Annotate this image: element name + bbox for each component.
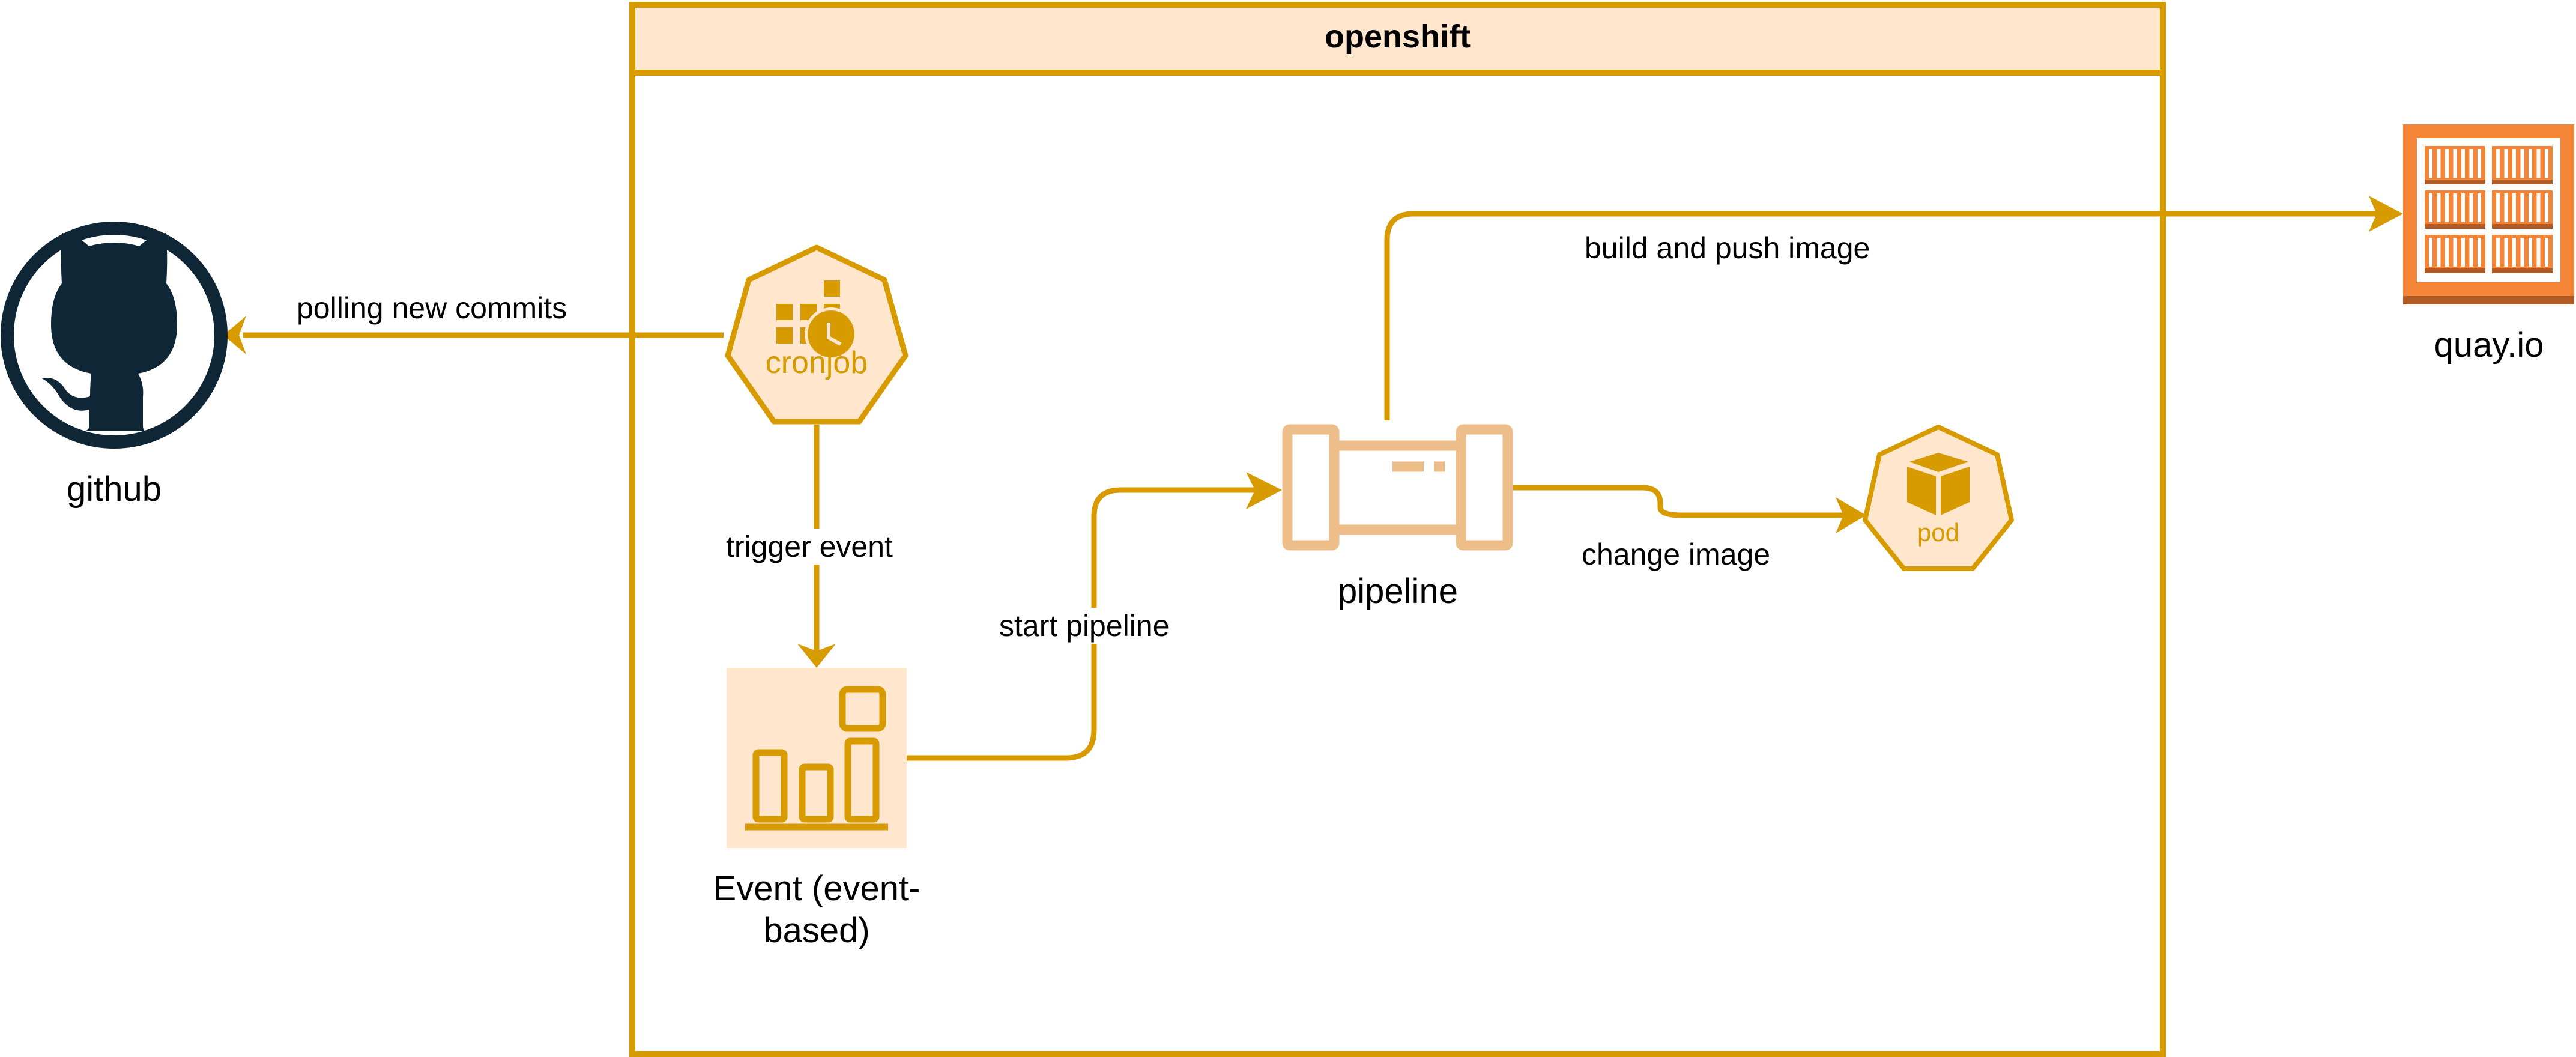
edge-change[interactable] — [1513, 485, 1866, 533]
container-crate-icon — [2425, 146, 2485, 184]
edge-start[interactable] — [907, 472, 1282, 761]
pipeline-label: pipeline — [1338, 572, 1458, 611]
arrowhead-icon — [1246, 472, 1282, 509]
container-header — [629, 2, 2166, 76]
edge-label-trigger: trigger event — [724, 528, 895, 565]
container-crate-icon — [2492, 235, 2553, 273]
container-crate-icon — [2425, 190, 2485, 229]
quay-label: quay.io — [2434, 326, 2544, 365]
pod-heptagon — [1863, 425, 2014, 571]
container-registry-icon — [2403, 124, 2574, 304]
edge-polling[interactable] — [223, 316, 724, 354]
github-node[interactable] — [1, 222, 228, 449]
cronjob-node[interactable] — [725, 244, 909, 425]
container-crate-icon — [2492, 190, 2553, 229]
pod-node[interactable] — [1863, 425, 2014, 571]
github-octocat-icon — [1, 222, 228, 449]
event-node[interactable] — [727, 668, 907, 848]
pod-label: pod — [1917, 518, 1960, 547]
container-title: openshift — [1325, 19, 1471, 55]
edge-label-build: build and push image — [1582, 230, 1873, 266]
arrowhead-icon — [223, 316, 246, 354]
edge-build[interactable] — [1384, 196, 2403, 420]
pipeline-node[interactable] — [1282, 424, 1513, 551]
edge-label-change: change image — [1579, 536, 1773, 572]
k8s-cronjob-icon — [776, 280, 857, 360]
k8s-pod-icon — [1907, 453, 1970, 515]
quay-node[interactable] — [2403, 124, 2574, 304]
event-label-line2: based) — [763, 911, 870, 950]
cronjob-label: cronjob — [765, 345, 868, 380]
arrowhead-icon — [1836, 497, 1866, 533]
container-crate-icon — [2425, 235, 2485, 273]
event-label-line1: Event (event- — [713, 869, 921, 908]
arrowhead-icon — [2369, 196, 2403, 232]
github-label: github — [66, 470, 162, 509]
event-bar-chart-icon — [745, 686, 888, 831]
container-crate-icon — [2492, 146, 2553, 184]
edge-label-polling: polling new commits — [294, 290, 570, 326]
edge-label-start: start pipeline — [997, 608, 1172, 644]
pipeline-icon — [1282, 424, 1513, 551]
arrowhead-icon — [797, 644, 836, 668]
